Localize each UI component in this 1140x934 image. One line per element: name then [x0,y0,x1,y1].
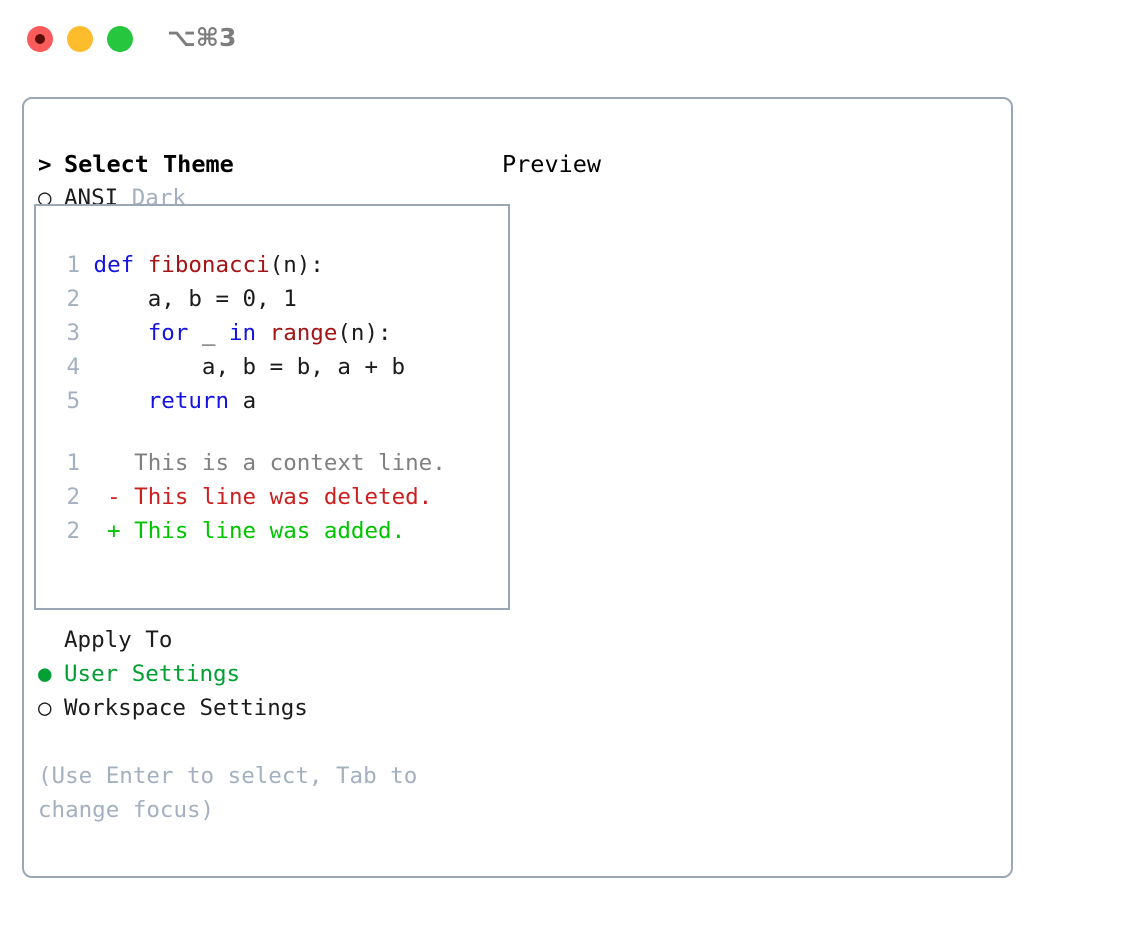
diff-text: This is a context line. [120,450,446,476]
code-line: 4 a, b = b, a + b [50,350,500,384]
code-line: 3 for _ in range(n): [50,316,500,350]
line-number: 2 [66,484,80,510]
diff-sign: - [107,484,121,510]
diff-line: 2 - This line was deleted. [50,480,500,514]
line-number: 2 [66,518,80,544]
radio-selected-icon: ● [38,661,52,687]
preview-title: Preview [502,150,602,178]
line-number: 1 [66,450,80,476]
theme-picker-header-label: Select Theme [64,150,234,178]
code-token: range [269,320,338,346]
code-token: a [242,388,257,414]
code-token: (n): [269,252,324,278]
code-token [94,388,148,414]
maximize-button[interactable] [107,26,133,52]
code-token: a, b = 0, 1 [93,286,297,312]
code-token: a, b = b, a + b [93,354,406,380]
line-number: 1 [66,252,80,278]
recording-indicator-icon [35,34,45,44]
code-token: in [229,320,270,346]
apply-to-item[interactable]: ○ Workspace Settings [38,691,468,725]
theme-picker-header: > Select Theme [38,147,468,181]
apply-to-item[interactable]: ● User Settings [38,657,468,691]
minimize-button[interactable] [67,26,93,52]
diff-sample-block: 1 This is a context line.2 - This line w… [50,446,500,548]
diff-text: This line was added. [120,518,406,544]
code-token [94,320,148,346]
apply-to-header-label: Apply To [64,627,173,653]
diff-sign [107,450,121,476]
code-token: (n): [337,320,392,346]
line-number: 4 [66,354,80,380]
code-token: return [147,388,243,414]
main-panel: >Select Theme ○ANSI Dark○Atom One Dark○A… [22,97,1013,878]
code-diff-spacer [50,418,500,446]
code-line: 5 return a [50,384,500,418]
line-number: 5 [66,388,80,414]
apply-to-header: Apply To [38,623,468,657]
help-spacer [38,725,468,751]
code-line: 1 def fibonacci(n): [50,248,500,282]
radio-unselected-icon: ○ [38,695,52,721]
keyboard-shortcut-label: ⌥⌘3 [167,23,237,52]
code-token: def [93,252,148,278]
code-token: for [147,320,202,346]
help-hint-text: (Use Enter to select, Tab to change focu… [38,763,431,823]
header-caret-icon: > [38,152,52,178]
title-bar: ⌥⌘3 [0,0,1140,78]
diff-text: This line was deleted. [120,484,433,510]
diff-sign: + [107,518,121,544]
diff-line: 2 + This line was added. [50,514,500,548]
code-token: fibonacci [147,252,270,278]
apply-to-list: ● User Settings ○ Workspace Settings [38,657,468,725]
line-number: 2 [66,286,80,312]
diff-line: 1 This is a context line. [50,446,500,480]
apply-to-header-indent [38,623,64,657]
apply-to-label: User Settings [64,661,241,687]
code-token: _ [201,320,230,346]
code-line: 2 a, b = 0, 1 [50,282,500,316]
apply-to-label: Workspace Settings [64,695,308,721]
preview-column: Preview [502,147,1002,181]
line-number: 3 [66,320,80,346]
